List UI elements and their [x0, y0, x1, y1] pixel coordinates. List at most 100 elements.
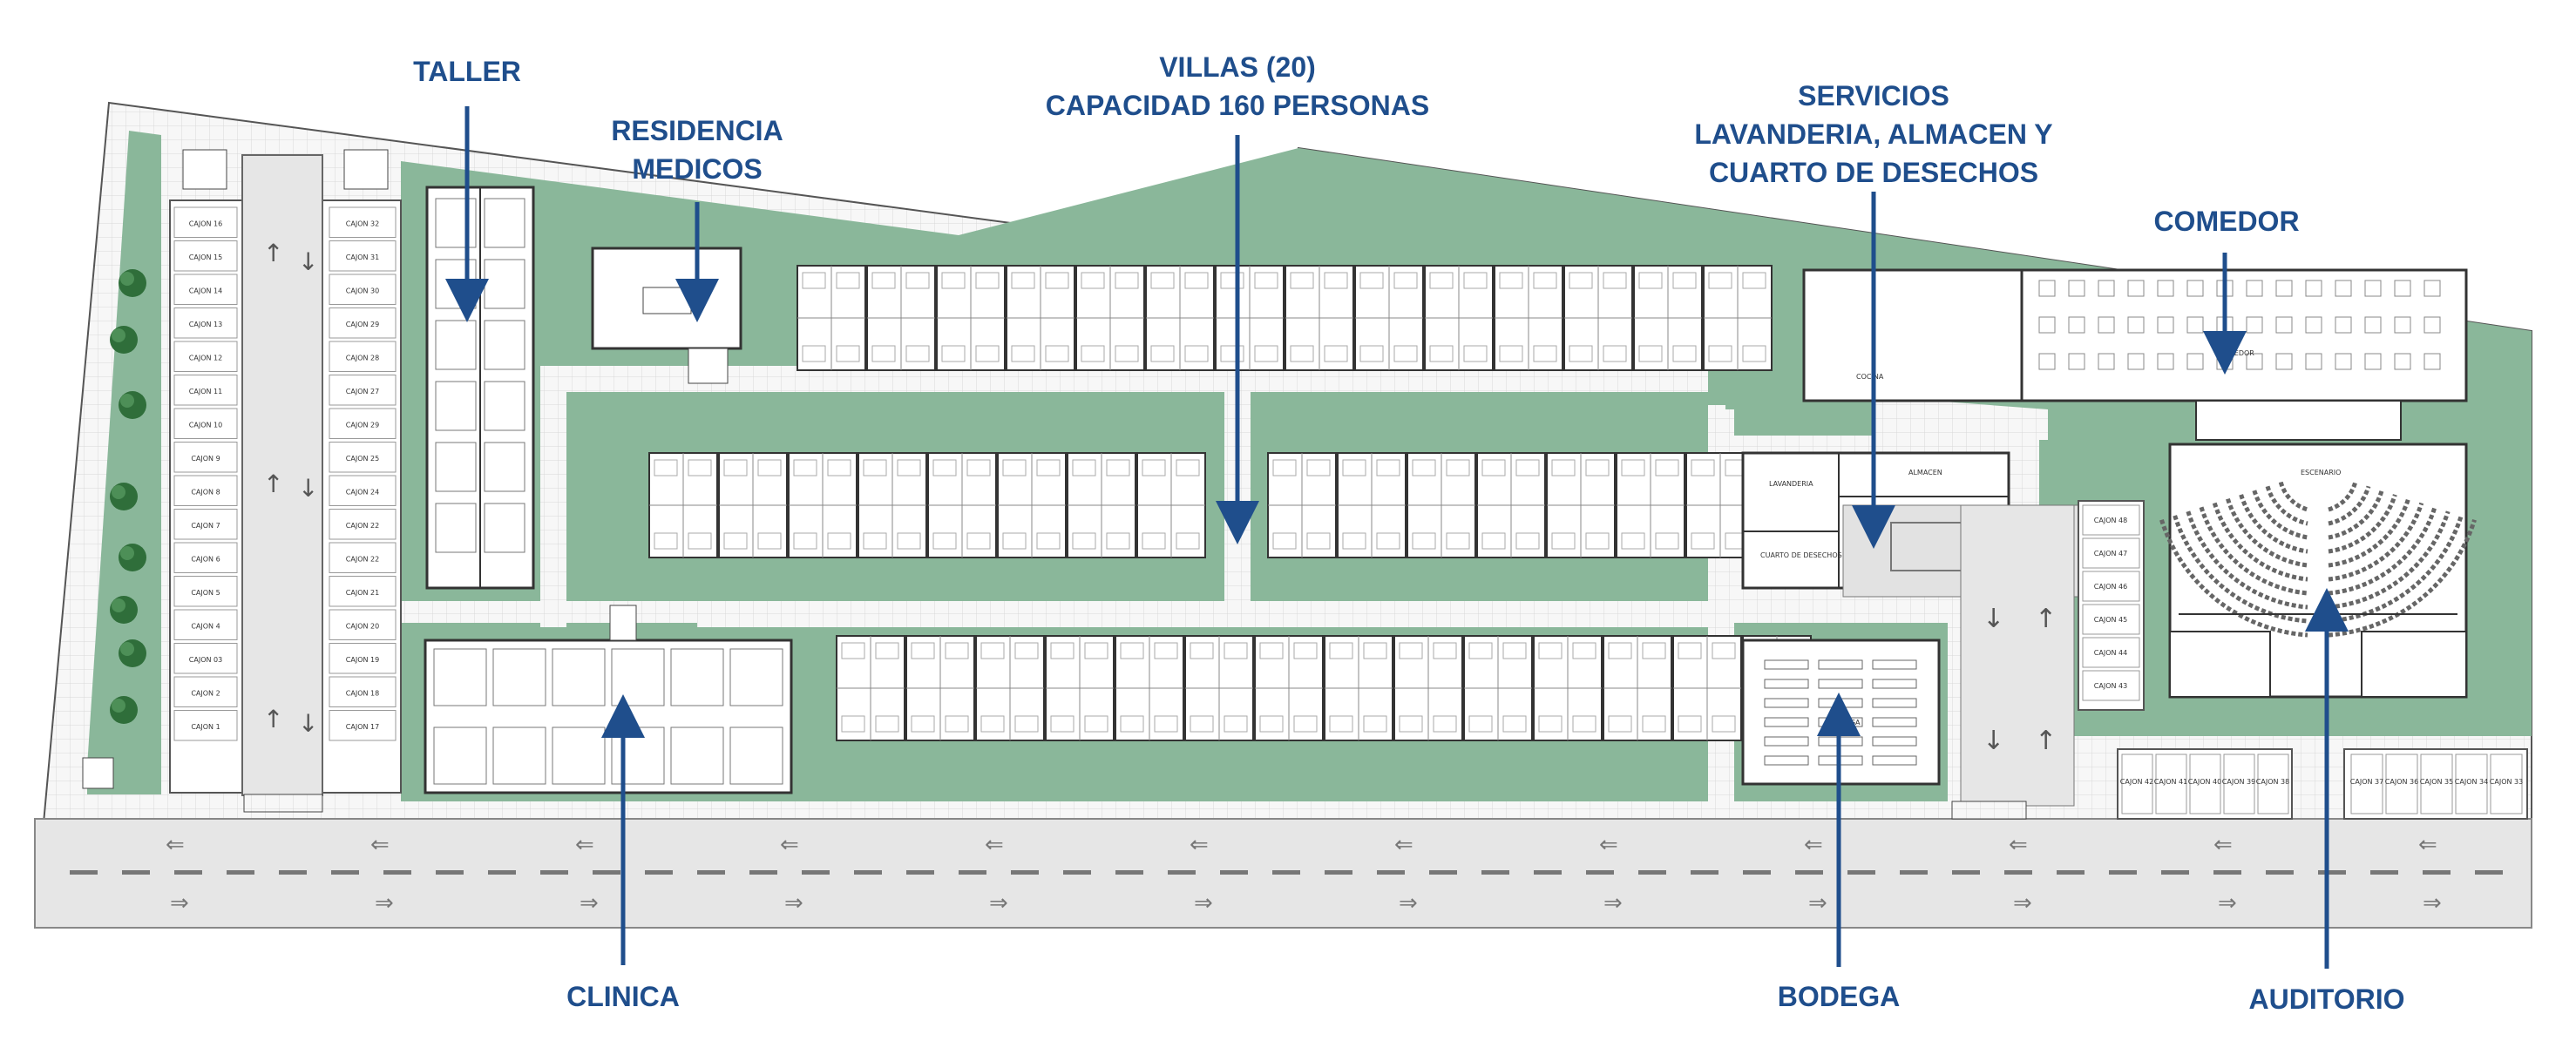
comedor-table: [2098, 280, 2115, 297]
label-residencia-line1: RESIDENCIA: [611, 115, 783, 146]
road-arrow-right-icon: ⇒: [1603, 890, 1623, 916]
label-comedor: COMEDOR: [2126, 202, 2327, 240]
villa-bed: [932, 459, 957, 476]
auditorio-seat-row: [2328, 490, 2384, 540]
villa-bed: [1502, 715, 1527, 733]
auditorio-seat-row: [2328, 515, 2464, 624]
bodega-rack: [1872, 717, 1917, 727]
parking-stall-label: CAJON 15: [189, 253, 222, 261]
parking-stall-label: CAJON 40: [2188, 778, 2221, 786]
villa-bed: [897, 459, 921, 476]
road-dash: [2109, 870, 2137, 875]
villa-bed: [941, 272, 966, 289]
villa-bed: [1502, 642, 1527, 659]
parking-stall-label: CAJON 17: [346, 723, 379, 731]
villa-bed: [1708, 345, 1732, 362]
label-bodega: BODEGA: [1747, 977, 1930, 1016]
parking-aisle-left: [241, 154, 323, 796]
parking-stall-label: CAJON 34: [2455, 778, 2488, 786]
parking-stall-label: CAJON 13: [189, 321, 222, 328]
villa-bed: [688, 459, 712, 476]
comedor-table: [2127, 316, 2145, 334]
villa-bed: [654, 532, 678, 550]
villa-bed: [1572, 642, 1596, 659]
road-dash: [2057, 870, 2085, 875]
auditorio-seat-row: [2186, 510, 2308, 610]
label-clinica: CLINICA: [532, 977, 715, 1016]
villa-bed: [1050, 715, 1074, 733]
villa-bed: [802, 345, 826, 362]
parking-stall: [173, 609, 238, 640]
villa-bed: [1499, 345, 1523, 362]
comedor-table: [2068, 353, 2085, 370]
auditorio-seat-row: [2328, 506, 2437, 596]
road-dash: [1743, 870, 1771, 875]
comedor-table: [2305, 353, 2322, 370]
taller-room: [435, 442, 477, 492]
road-dash: [1168, 870, 1196, 875]
label-taller-text: TALLER: [413, 56, 521, 87]
villa-bed: [1106, 459, 1130, 476]
parking-stall-label: CAJON 22: [346, 555, 379, 563]
parking-stall-label: CAJON 6: [191, 555, 220, 563]
villa-bed: [1259, 715, 1284, 733]
road-arrow-right-icon: ⇒: [170, 890, 189, 916]
clinica-room: [492, 648, 546, 706]
comedor-table: [2186, 280, 2204, 297]
villa-bed: [1142, 459, 1166, 476]
parking-stall: [329, 408, 397, 439]
parking-stall-label: CAJON 4: [191, 622, 220, 630]
tree-icon: [120, 546, 134, 560]
villa-bed: [1621, 459, 1645, 476]
villa-bed: [1254, 345, 1278, 362]
villa-bed: [1608, 715, 1632, 733]
villa-bed: [1190, 715, 1214, 733]
villa-bed: [871, 345, 896, 362]
auditorio-seat-row: [2173, 515, 2308, 624]
tree-icon: [112, 485, 125, 499]
road-dash: [593, 870, 620, 875]
villa-bed: [1329, 715, 1353, 733]
trees: [110, 269, 146, 724]
road-dash: [2370, 870, 2398, 875]
road-arrow-left-icon: ⇐: [780, 832, 799, 858]
comedor-table: [2423, 353, 2441, 370]
parking-stall-label: CAJON 29: [346, 421, 379, 429]
villa-bed: [1672, 345, 1697, 362]
comedor-restrooms: [2195, 400, 2402, 441]
clinica-room: [729, 726, 783, 785]
walkway-3: [540, 366, 566, 627]
label-clinica-text: CLINICA: [566, 981, 680, 1012]
villa-bed: [1036, 459, 1061, 476]
parking-stall-label: CAJON 8: [191, 488, 220, 496]
villa-bed: [1084, 642, 1108, 659]
villa-bed: [1150, 345, 1175, 362]
parking-stall-label: CAJON 7: [191, 522, 220, 530]
road-arrow-left-icon: ⇐: [166, 832, 185, 858]
aisle-arrow-icon: ↓: [298, 474, 318, 503]
villa-bed: [1014, 642, 1039, 659]
villa-bed: [1446, 532, 1470, 550]
parking-stall: [173, 240, 238, 272]
villa-bed: [1224, 715, 1248, 733]
taller-room: [435, 198, 477, 248]
comedor-table: [2394, 280, 2411, 297]
villa-bed: [1468, 715, 1493, 733]
aisle-arrow-icon: ↑: [263, 470, 283, 498]
parking-stall-label: CAJON 14: [189, 287, 222, 294]
parking-stall-label: CAJON 10: [189, 421, 222, 429]
comedor-table: [2038, 353, 2056, 370]
tree-icon: [112, 328, 125, 342]
villa-bed: [1463, 345, 1488, 362]
label-villas-line1: VILLAS (20): [1159, 51, 1316, 83]
aisle-arrow-icon: ↑: [263, 239, 283, 267]
villa-bed: [1742, 345, 1766, 362]
comedor-table: [2157, 280, 2174, 297]
villa-bed: [1481, 459, 1506, 476]
parking-stall-label: CAJON 2: [191, 689, 220, 697]
villa-bed: [1324, 345, 1348, 362]
villa-bed: [975, 345, 1000, 362]
villa-bed: [1433, 642, 1457, 659]
villa-bed: [1011, 345, 1035, 362]
